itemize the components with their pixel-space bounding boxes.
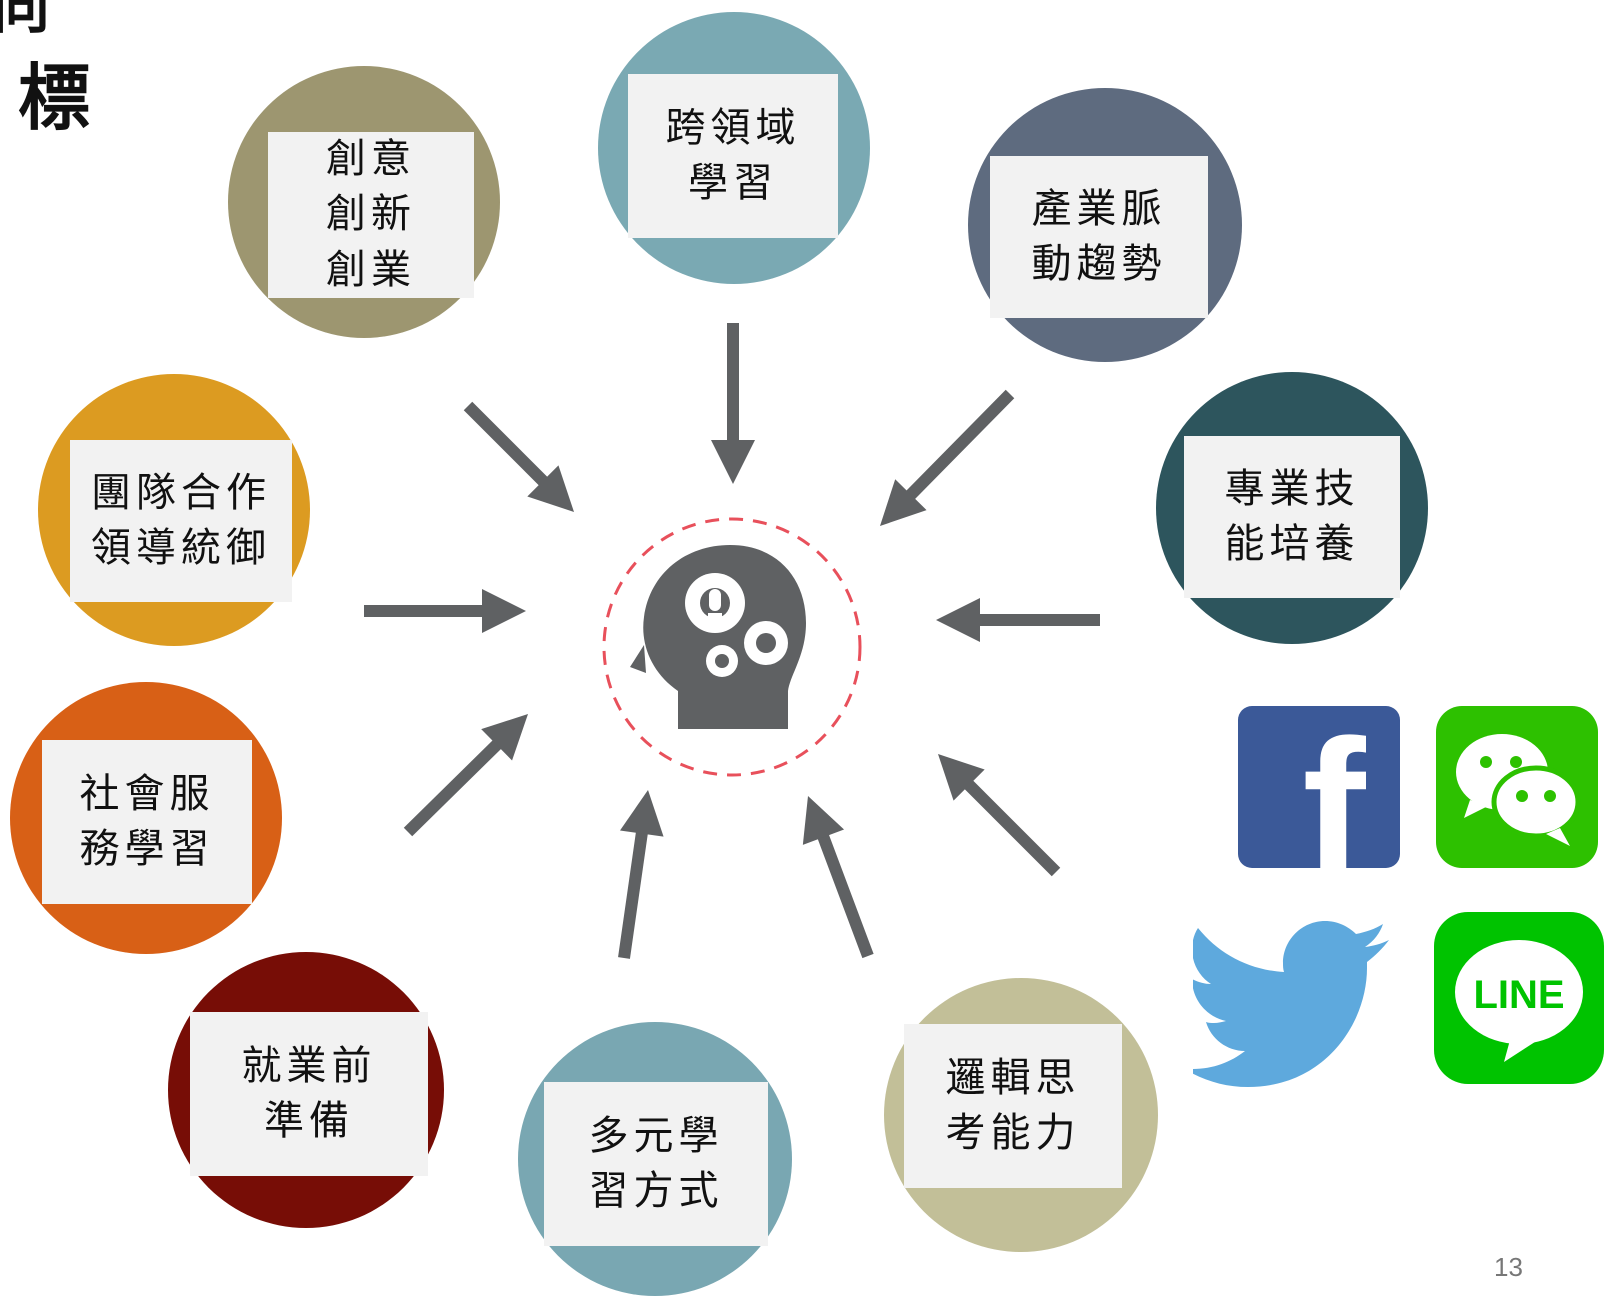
facebook-glyph: f (1302, 706, 1366, 868)
node-label-box: 產業脈 動趨勢 (990, 156, 1208, 318)
arrow-from-right-lower (938, 754, 1061, 877)
arrow-from-creativity (463, 401, 574, 512)
node-label-box: 專業技 能培養 (1184, 436, 1400, 598)
wechat-icon (1436, 706, 1598, 868)
facebook-icon: f (1238, 706, 1400, 868)
slide-title-fragment-1: 向 (0, 0, 51, 41)
arrow-from-industry-trends (880, 389, 1015, 526)
node-label-box: 多元學 習方式 (544, 1082, 768, 1246)
arrow-from-professional-skills (936, 598, 1100, 642)
node-label: 邏輯思 考能力 (945, 1054, 1081, 1156)
slide-title-fragment-2: 標 (18, 55, 91, 140)
center-emblem (602, 517, 862, 777)
line-icon: LINE (1434, 912, 1604, 1084)
node-label: 社會服 務學習 (79, 770, 215, 872)
arrow-from-teamwork (364, 589, 526, 633)
arrow-from-diverse-learning (618, 790, 664, 959)
page-number: 13 (1494, 1252, 1523, 1282)
head-gears-icon (630, 545, 806, 729)
line-wordmark: LINE (1473, 973, 1564, 1017)
dashed-ring (602, 517, 862, 777)
node-label: 跨領域 學習 (665, 104, 801, 206)
node-label: 團隊合作 領導統御 (91, 469, 271, 571)
node-label-box: 社會服 務學習 (42, 740, 252, 904)
node-label-box: 創意 創新 創業 (268, 132, 474, 298)
node-label: 產業脈 動趨勢 (1031, 185, 1167, 287)
lightbulb-gear-icon (685, 573, 745, 633)
node-label: 創意 創新 創業 (326, 136, 416, 293)
node-label-box: 跨領域 學習 (628, 74, 838, 238)
node-label: 就業前 準備 (241, 1042, 377, 1144)
node-label-box: 團隊合作 領導統御 (70, 440, 292, 602)
node-label: 多元學 習方式 (588, 1112, 724, 1214)
gear-icon (744, 621, 788, 665)
node-label-box: 就業前 準備 (190, 1012, 428, 1176)
twitter-bird-icon (1193, 921, 1389, 1087)
arrow-from-service-learning (403, 714, 528, 837)
small-gear-icon (706, 645, 738, 677)
arrow-from-logical-thinking (802, 796, 874, 959)
node-label: 專業技 能培養 (1224, 465, 1360, 567)
node-label-box: 邏輯思 考能力 (904, 1024, 1122, 1188)
arrow-from-cross-domain (711, 323, 755, 484)
